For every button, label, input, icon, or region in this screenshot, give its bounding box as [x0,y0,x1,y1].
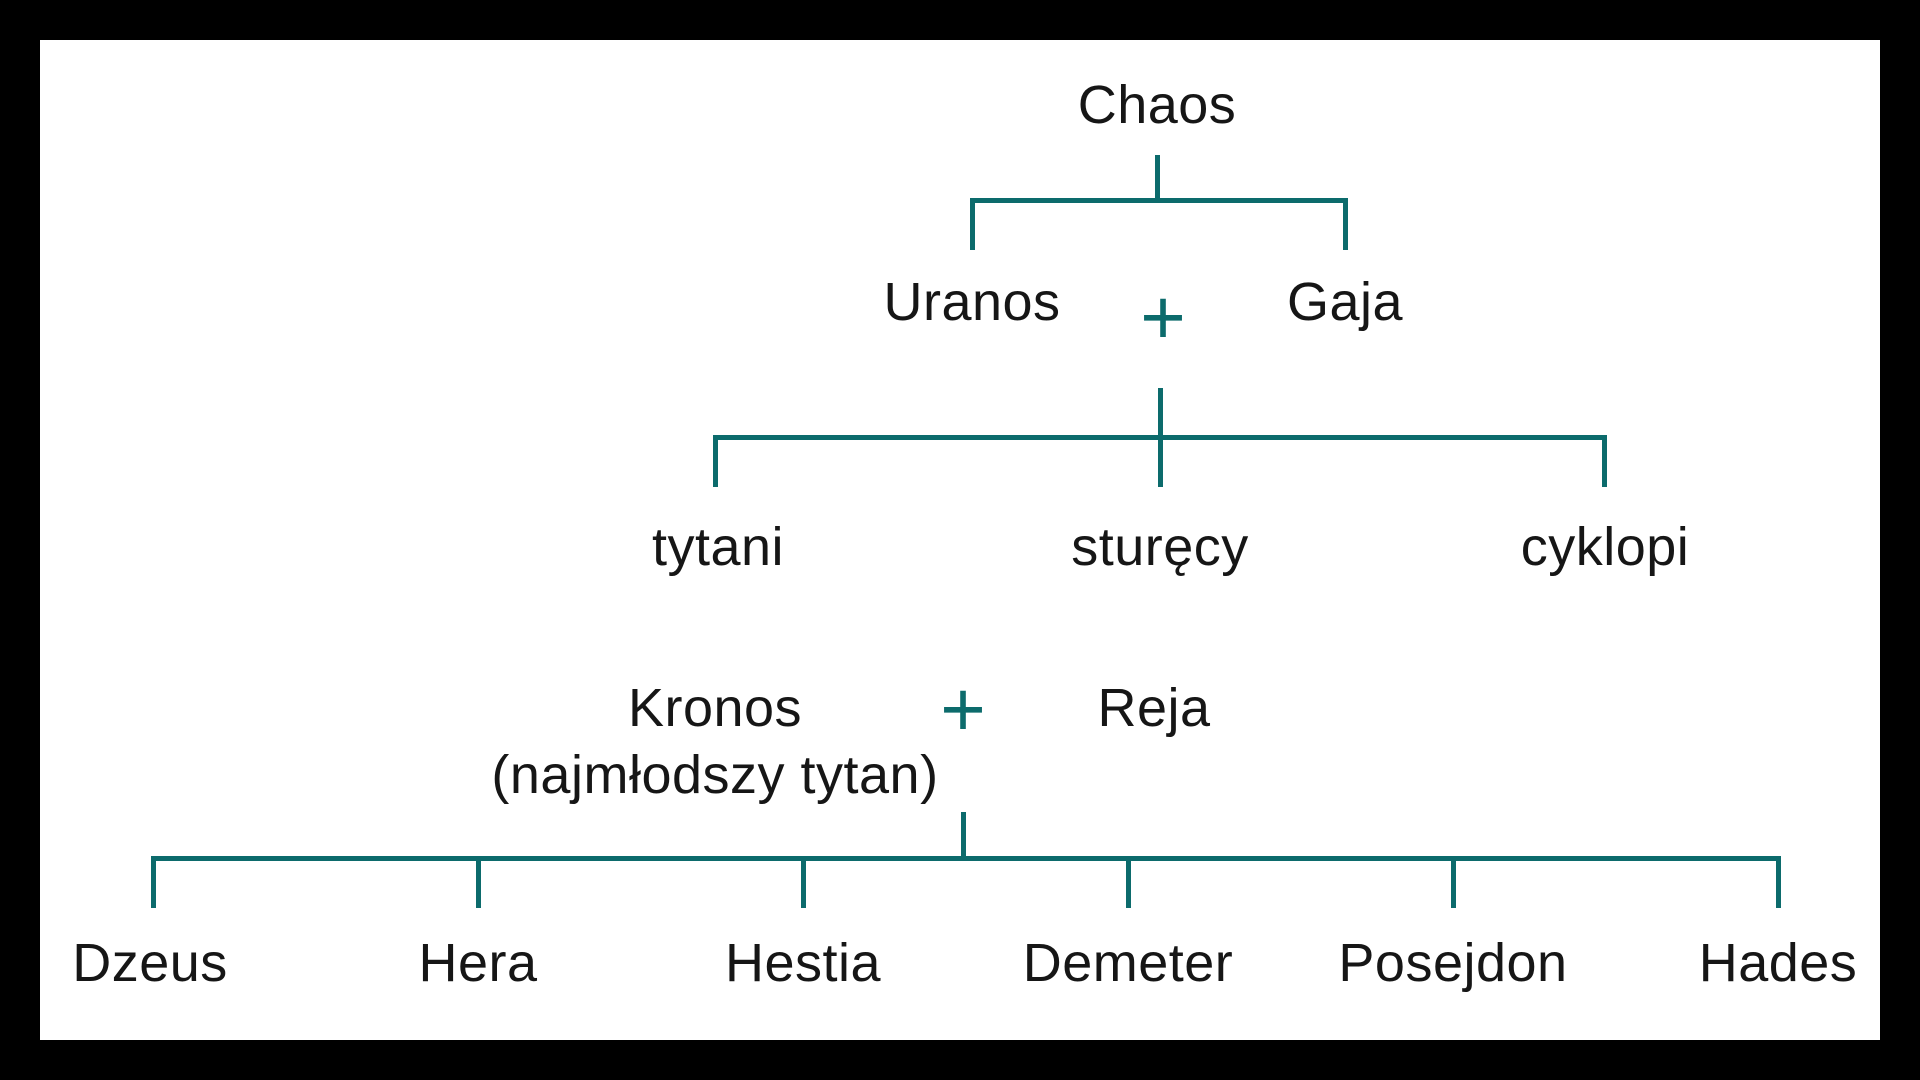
node-uranos: Uranos [883,272,1061,332]
node-dzeus: Dzeus [72,933,228,993]
union-plus-icon: + [1140,272,1186,361]
node-sturecy: sturęcy [1071,517,1249,577]
node-reja: Reja [1097,678,1211,738]
node-hera: Hera [418,933,538,993]
bracket-uranos-gaja [970,198,1348,250]
node-chaos: Chaos [1077,75,1237,135]
node-hades: Hades [1698,933,1858,993]
bracket-titans-group [713,435,1607,487]
node-gaja: Gaja [1286,272,1404,332]
node-hestia: Hestia [724,933,882,993]
node-demeter: Demeter [1022,933,1234,993]
union-plus-icon: + [940,664,986,753]
node-posejdon: Posejdon [1338,933,1568,993]
drop-hera [476,856,481,908]
connector-kronos-reja-down [961,812,966,861]
diagram-canvas [40,40,1880,1040]
bracket-olympians [151,856,1781,908]
drop-demeter [1126,856,1131,908]
drop-posejdon [1451,856,1456,908]
node-kronos: Kronos [627,678,803,738]
node-cyklopi: cyklopi [1520,517,1690,577]
node-kronos-note: (najmłodszy tytan) [491,745,939,805]
node-tytani: tytani [651,517,785,577]
connector-chaos-down [1155,155,1160,203]
drop-hestia [801,856,806,908]
